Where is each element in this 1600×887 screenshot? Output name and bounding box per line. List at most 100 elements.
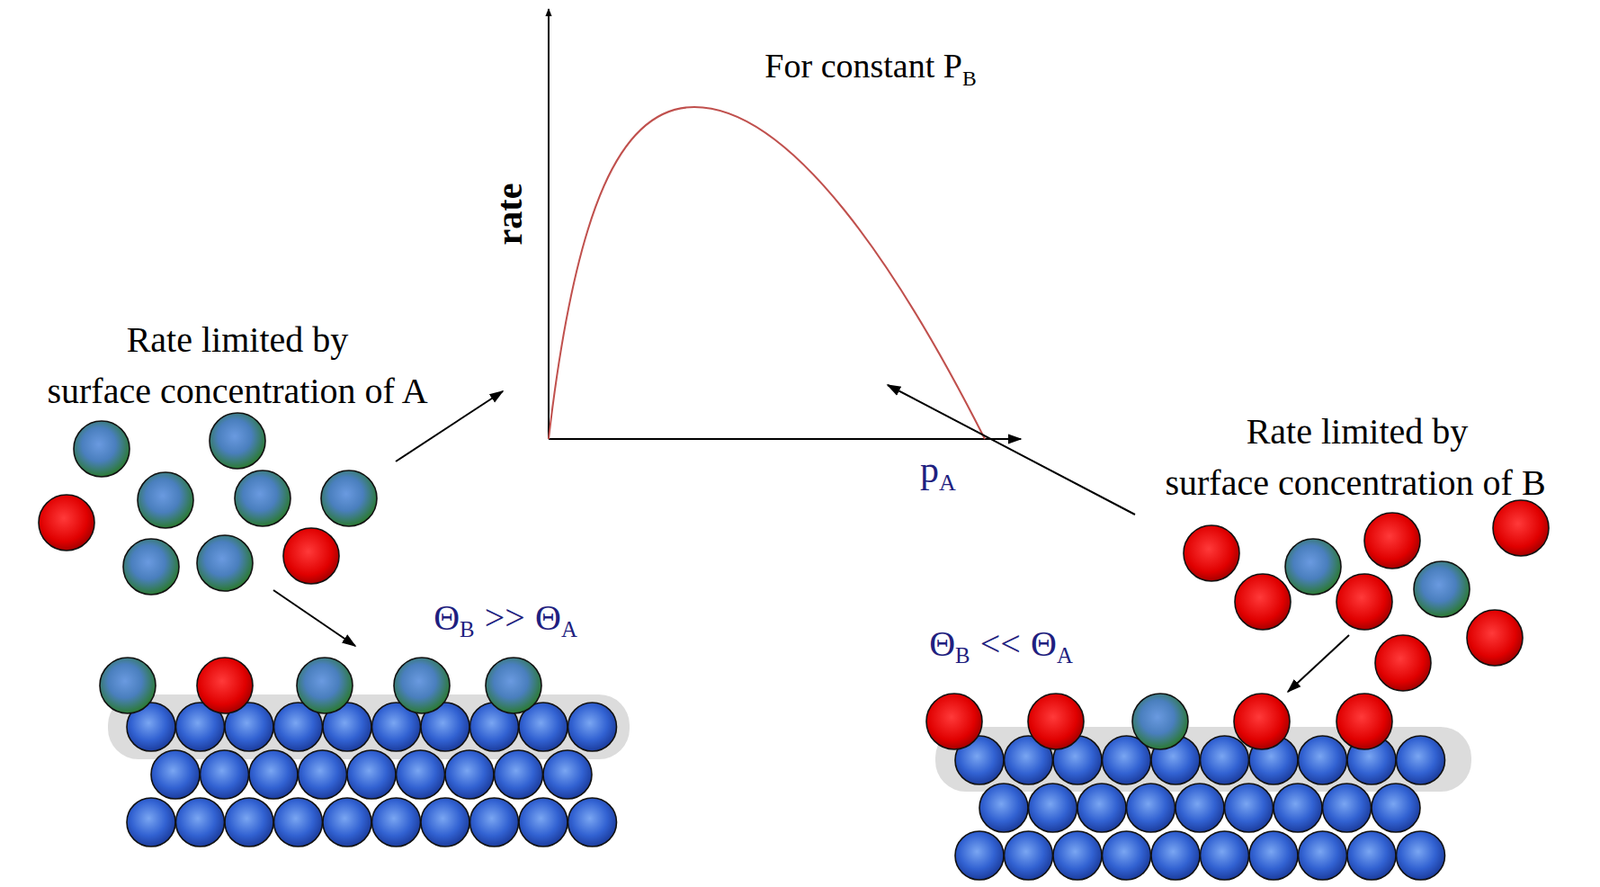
surface-atom — [1175, 783, 1225, 832]
label-text: For constant P — [764, 46, 963, 85]
callout-text-group: Rate limited by — [126, 320, 349, 360]
surface-atom — [1053, 831, 1102, 880]
label-text: Rate limited by — [126, 319, 349, 360]
molecule-a — [209, 412, 266, 469]
surface-atom — [1298, 831, 1348, 880]
surface-illustrations — [38, 412, 1549, 880]
molecule-a — [137, 472, 194, 528]
surface-atom — [568, 797, 617, 847]
surface-atom — [396, 750, 446, 799]
subscript: B — [955, 643, 971, 668]
rate-curve — [548, 107, 985, 439]
molecule-b — [1234, 573, 1291, 630]
molecule-a — [99, 657, 156, 714]
molecule-a — [234, 470, 291, 527]
surface-atom — [200, 750, 250, 799]
surface-atom — [1273, 783, 1323, 832]
surface-atom — [445, 750, 494, 799]
chart-note-group: For constant PB — [764, 47, 976, 90]
axis-title-group: pA — [920, 448, 957, 497]
surface-atom — [298, 750, 348, 799]
surface-atom — [1224, 783, 1274, 832]
surface-atom — [979, 783, 1028, 832]
label-text: rate — [489, 183, 530, 246]
molecule-b — [1466, 609, 1523, 666]
surface-atom — [1396, 831, 1446, 880]
molecule-a — [1132, 693, 1189, 750]
surface-atom — [1004, 831, 1054, 880]
molecule-b — [1492, 500, 1549, 556]
surface-shadow — [107, 694, 630, 760]
surface-atom — [1371, 783, 1421, 832]
molecule-b — [1364, 512, 1421, 569]
axes — [548, 8, 1021, 439]
leader-arrow — [887, 384, 1136, 515]
surface-atom — [249, 750, 298, 799]
molecule-b — [38, 494, 95, 551]
surface-atom — [1200, 831, 1250, 880]
surface-atom — [1077, 783, 1127, 832]
surface-shadow — [935, 726, 1472, 792]
surface-atom — [372, 797, 421, 847]
surface-atom — [955, 831, 1004, 880]
label-text: surface concentration of A — [46, 370, 428, 412]
surface-atom — [1028, 783, 1078, 832]
label-text: Θ — [929, 623, 956, 664]
surface-atom — [126, 797, 176, 847]
molecule-b — [1375, 634, 1431, 691]
callout-text-group: surface concentration of A — [46, 371, 428, 412]
subscript: A — [938, 469, 957, 496]
subscript: A — [561, 616, 578, 642]
molecule-b — [1336, 573, 1393, 630]
label-text: Θ — [433, 597, 460, 638]
molecule-a — [485, 657, 542, 714]
label-text: >> — [484, 597, 526, 638]
label-text: p — [920, 448, 939, 491]
leader-arrow — [273, 589, 356, 646]
surface-atom — [176, 797, 225, 847]
y-axis — [547, 8, 550, 439]
surface-atom — [494, 750, 544, 799]
label-text: Rate limited by — [1246, 411, 1469, 452]
axis-title-group: rate — [490, 183, 530, 246]
surface-atom — [274, 797, 323, 847]
molecule-a — [123, 538, 179, 595]
molecule-b — [196, 657, 253, 714]
molecule-b — [1233, 693, 1290, 750]
surface-atom — [1249, 831, 1298, 880]
surface-atom — [1347, 831, 1396, 880]
leader-arrow — [1287, 634, 1350, 692]
subscript: B — [962, 66, 977, 90]
surface-atom — [1102, 831, 1152, 880]
subscript: B — [459, 616, 475, 642]
label-text: << — [980, 623, 1021, 664]
molecule-a — [321, 470, 377, 527]
molecule-a — [1413, 561, 1470, 617]
surface-atom — [543, 750, 592, 799]
x-axis — [548, 437, 1021, 440]
coverage-relation-group: ΘB>>ΘA — [433, 598, 578, 643]
surface-atom — [224, 797, 274, 847]
surface-atom — [1396, 735, 1446, 785]
surface-atom — [1126, 783, 1176, 832]
surface-atom — [1322, 783, 1372, 832]
surface-atom — [347, 750, 396, 799]
molecule-b — [1027, 693, 1084, 750]
molecule-b — [283, 527, 340, 584]
coverage-relation-group: ΘB<<ΘA — [929, 624, 1073, 669]
callout-text-group: Rate limited by — [1246, 411, 1469, 452]
label-text: Θ — [535, 597, 562, 638]
molecule-a — [393, 657, 450, 714]
surface-atom — [470, 797, 519, 847]
surface-atom — [322, 797, 372, 847]
surface-atom — [1200, 735, 1250, 785]
molecule-a — [73, 420, 130, 477]
callout-text-group: surface concentration of B — [1164, 463, 1546, 503]
surface-atom — [568, 702, 617, 751]
molecule-b — [1336, 693, 1393, 750]
surface-atom — [420, 797, 470, 847]
surface-atom — [1151, 831, 1200, 880]
molecule-a — [196, 535, 253, 591]
molecule-b — [926, 693, 983, 750]
